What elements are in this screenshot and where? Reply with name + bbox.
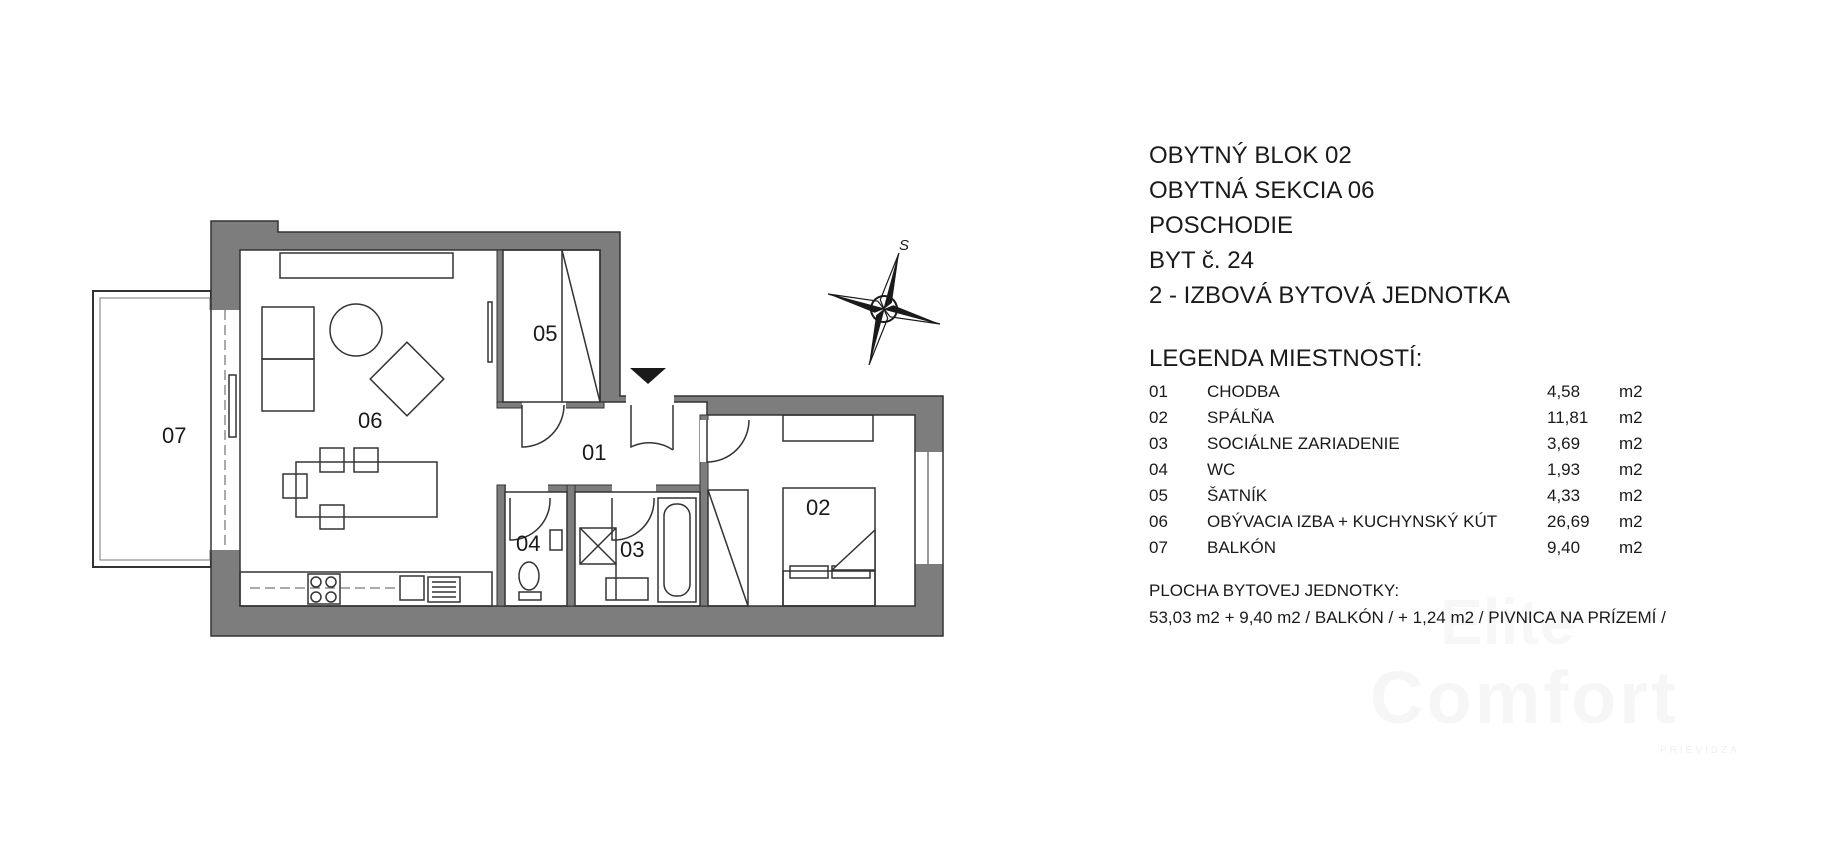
legend-row: 07 BALKÓN 9,40 m2 (1149, 535, 1789, 561)
wc-fixtures (504, 491, 568, 607)
legend-row: 02 SPÁLŇA 11,81 m2 (1149, 405, 1789, 431)
legend-row: 05 ŠATNÍK 4,33 m2 (1149, 483, 1789, 509)
wardrobe-furniture (502, 249, 601, 403)
room-legend: 01 CHODBA 4,58 m2 02 SPÁLŇA 11,81 m2 03 … (1149, 379, 1789, 561)
room-label-01: 01 (582, 440, 606, 465)
room-label-03: 03 (620, 537, 644, 562)
legend-unit: m2 (1619, 408, 1643, 427)
legend-num: 02 (1149, 408, 1168, 427)
legend-area: 11,81 (1547, 408, 1589, 427)
legend-area: 26,69 (1547, 512, 1590, 531)
block-title: OBYTNÝ BLOK 02 (1149, 142, 1352, 169)
legend-num: 04 (1149, 460, 1168, 479)
room-label-07: 07 (162, 423, 186, 448)
section-title: OBYTNÁ SEKCIA 06 (1149, 177, 1375, 204)
total-area: PLOCHA BYTOVEJ JEDNOTKY: 53,03 m2 + 9,40… (1149, 577, 1789, 631)
legend-name: OBÝVACIA IZBA + KUCHYNSKÝ KÚT (1207, 512, 1498, 531)
legend-name: BALKÓN (1207, 538, 1276, 557)
floor-title: POSCHODIE (1149, 212, 1294, 239)
legend-unit: m2 (1619, 460, 1643, 479)
living-room-furniture (239, 252, 493, 607)
room-label-06: 06 (358, 408, 382, 433)
legend-row: 03 SOCIÁLNE ZARIADENIE 3,69 m2 (1149, 431, 1789, 457)
legend-num: 05 (1149, 486, 1168, 505)
info-panel: OBYTNÝ BLOK 02 OBYTNÁ SEKCIA 06 POSCHODI… (1149, 138, 1789, 631)
legend-row: 04 WC 1,93 m2 (1149, 457, 1789, 483)
legend-unit: m2 (1619, 538, 1643, 557)
legend-num: 06 (1149, 512, 1168, 531)
legend-name: SOCIÁLNE ZARIADENIE (1207, 434, 1400, 453)
total-area-label: PLOCHA BYTOVEJ JEDNOTKY: (1149, 581, 1400, 600)
floor-plan: 07 06 05 01 04 03 02 S (92, 220, 945, 637)
watermark-small: PRIEVIDZA (1660, 745, 1740, 756)
legend-title: LEGENDA MIESTNOSTÍ: (1149, 345, 1423, 372)
apartment-type: 2 - IZBOVÁ BYTOVÁ JEDNOTKA (1149, 282, 1510, 309)
legend-row: 06 OBÝVACIA IZBA + KUCHYNSKÝ KÚT 26,69 m… (1149, 509, 1789, 535)
legend-unit: m2 (1619, 434, 1643, 453)
legend-name: CHODBA (1207, 382, 1280, 401)
legend-area: 1,93 (1547, 460, 1581, 479)
legend-unit: m2 (1619, 486, 1643, 505)
compass-icon (827, 252, 941, 366)
legend-num: 03 (1149, 434, 1168, 453)
legend-row: 01 CHODBA 4,58 m2 (1149, 379, 1789, 405)
legend-name: SPÁLŇA (1207, 408, 1275, 427)
watermark-big: Comfort (1370, 655, 1679, 740)
legend-num: 01 (1149, 382, 1168, 401)
room-label-04: 04 (516, 531, 540, 556)
room-label-02: 02 (806, 495, 830, 520)
legend-unit: m2 (1619, 382, 1643, 401)
compass-letter: S (899, 237, 909, 254)
entrance-arrow (630, 368, 666, 384)
room-label-05: 05 (533, 321, 557, 346)
legend-unit: m2 (1619, 512, 1643, 531)
balcony (92, 290, 212, 568)
legend-name: WC (1207, 460, 1236, 479)
legend-area: 3,69 (1547, 434, 1581, 453)
legend-area: 9,40 (1547, 538, 1581, 557)
hallway-doors (521, 404, 750, 463)
total-area-value: 53,03 m2 + 9,40 m2 / BALKÓN / + 1,24 m2 … (1149, 608, 1666, 627)
legend-num: 07 (1149, 538, 1168, 557)
bathroom-fixtures (574, 491, 701, 607)
legend-name: ŠATNÍK (1207, 486, 1268, 505)
apartment-number: BYT č. 24 (1149, 247, 1254, 274)
legend-area: 4,58 (1547, 382, 1581, 401)
bedroom-furniture (707, 414, 876, 607)
legend-area: 4,33 (1547, 486, 1581, 505)
